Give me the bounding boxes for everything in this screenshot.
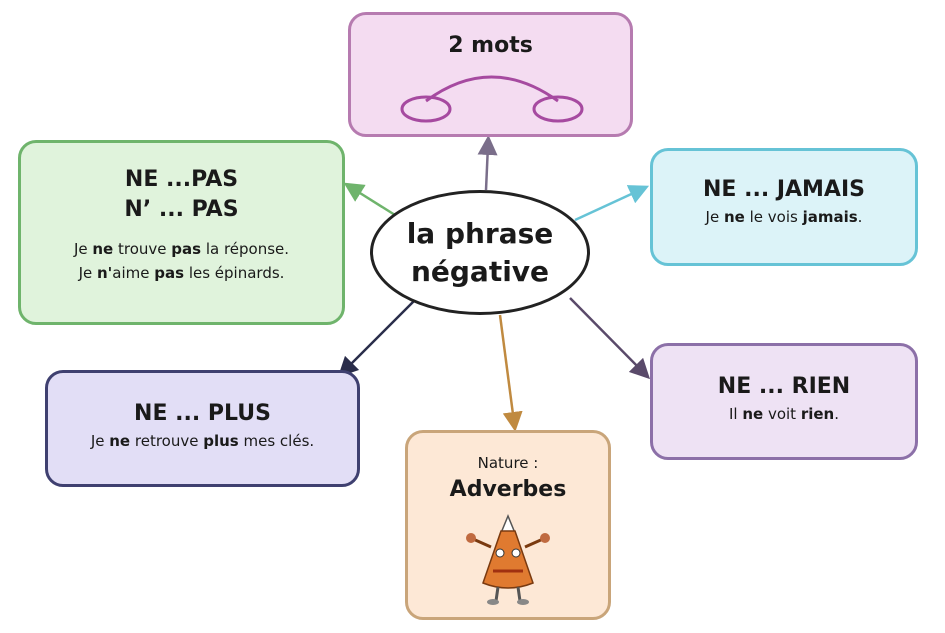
arrow-to-2-mots (477, 135, 498, 191)
sentence-fragment: les épinards. (184, 264, 285, 282)
arrow-to-ne-rien (569, 297, 651, 380)
negation-word: jamais (802, 208, 858, 226)
sentence-fragment: Je (73, 240, 93, 258)
sentence-fragment: mes clés. (238, 432, 315, 450)
nature-title: Adverbes (449, 477, 567, 502)
example-sentence: Je ne retrouve plus mes clés. (48, 429, 357, 453)
ne-jamais-box: NE ... JAMAIS Je ne le vois jamais. (650, 148, 918, 266)
negation-word: rien (800, 405, 835, 423)
example-sentence: Je n'aime pas les épinards. (21, 261, 342, 285)
arrow-to-ne-pas (343, 182, 396, 217)
sentence-fragment: Je (705, 208, 724, 226)
liaison-icon (400, 75, 583, 123)
sentence-fragment: voit (763, 405, 801, 423)
center-topic: la phrase négative (370, 190, 590, 315)
ne-pas-title: NE ...PAS (124, 167, 239, 192)
arrow-to-ne-plus (337, 299, 416, 378)
two-words-box: 2 mots (348, 12, 633, 137)
negation-word: ne (742, 405, 764, 423)
ne-pas-box: NE ...PAS N’ ... PAS Je ne trouve pas la… (18, 140, 345, 325)
sentence-fragment: . (857, 208, 863, 226)
ne-plus-box: NE ... PLUS Je ne retrouve plus mes clés… (45, 370, 360, 487)
negation-word: pas (171, 240, 202, 258)
example-sentence: Je ne trouve pas la réponse. (21, 237, 342, 261)
negation-word: n' (97, 264, 113, 282)
sentence-fragment: la réponse. (201, 240, 290, 258)
two-words-title: 2 mots (448, 33, 533, 58)
negation-word: ne (109, 432, 131, 450)
ne-jamais-title: NE ... JAMAIS (703, 177, 865, 202)
example-sentence: Je ne le vois jamais. (653, 205, 915, 229)
sentence-fragment: Il (728, 405, 743, 423)
sentence-fragment: Je (90, 432, 110, 450)
ne-rien-title: NE ... RIEN (717, 374, 851, 399)
arrow-to-ne-jamais (574, 185, 650, 222)
example-sentence: Il ne voit rien. (653, 402, 915, 426)
sentence-fragment: aime (112, 264, 155, 282)
sentence-fragment: retrouve (130, 432, 204, 450)
negation-word: pas (154, 264, 185, 282)
n-pas-title: N’ ... PAS (124, 197, 239, 222)
negation-word: plus (203, 432, 239, 450)
sentence-fragment: trouve (113, 240, 172, 258)
negation-word: ne (92, 240, 114, 258)
nature-label: Nature : (477, 454, 539, 472)
nature-box: Nature : Adverbes (405, 430, 611, 620)
ne-rien-box: NE ... RIEN Il ne voit rien. (650, 343, 918, 460)
sentence-fragment: Je (78, 264, 97, 282)
adverb-mascot-icon (466, 514, 550, 605)
center-line-2: négative (410, 254, 550, 288)
arrow-to-nature (498, 314, 523, 432)
sentence-fragment: . (834, 405, 840, 423)
negation-word: ne (723, 208, 745, 226)
ne-plus-title: NE ... PLUS (134, 401, 271, 426)
sentence-fragment: le vois (744, 208, 803, 226)
center-line-1: la phrase (406, 216, 554, 250)
